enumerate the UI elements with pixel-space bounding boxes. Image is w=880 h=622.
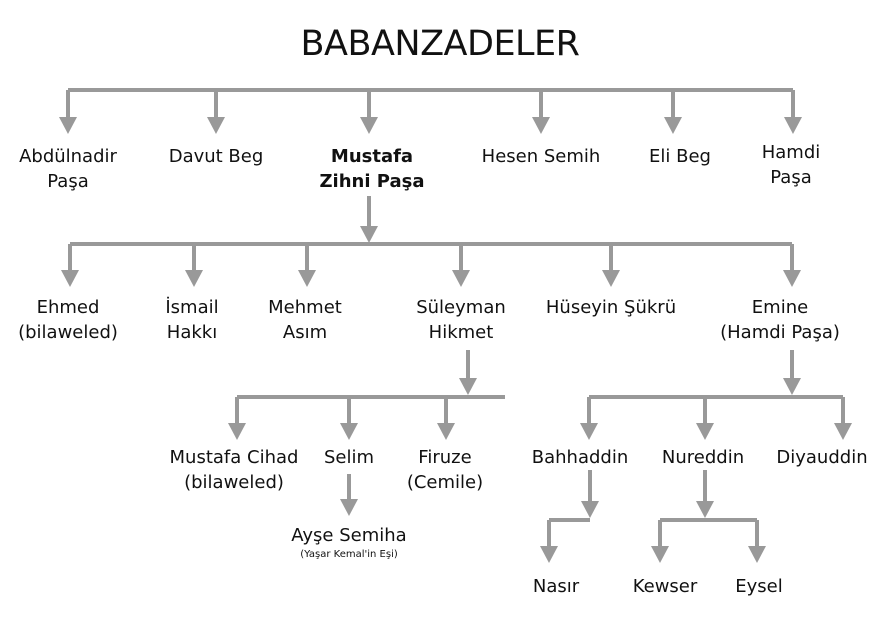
diagram-title: BABANZADELER xyxy=(300,24,580,64)
node-eysel: Eysel xyxy=(735,574,782,599)
node-davut-beg: Davut Beg xyxy=(169,144,264,169)
node-line: Firuze xyxy=(418,447,472,468)
node-line: Paşa xyxy=(770,167,812,188)
node-line: Eli Beg xyxy=(649,146,711,167)
node-mehmet-asim: Mehmet Asım xyxy=(268,295,342,345)
node-hesen-semih: Hesen Semih xyxy=(482,144,601,169)
node-line: Mustafa Cihad xyxy=(169,447,299,468)
node-mustafa-zihni-pasa: Mustafa Zihni Paşa xyxy=(319,144,424,194)
node-selim: Selim xyxy=(324,445,374,470)
node-line: (Cemile) xyxy=(406,472,484,493)
node-diyauddin: Diyauddin xyxy=(776,445,867,470)
node-firuze: Firuze (Cemile) xyxy=(407,445,483,495)
node-line: Asım xyxy=(282,322,328,343)
node-line: Hamdi xyxy=(761,142,821,163)
node-suleyman-hikmet: Süleyman Hikmet xyxy=(416,295,506,345)
node-line: Kewser xyxy=(632,576,698,597)
node-huseyin-sukru: Hüseyin Şükrü xyxy=(546,295,676,320)
node-emine: Emine (Hamdi Paşa) xyxy=(720,295,840,345)
node-bahhaddin: Bahhaddin xyxy=(532,445,629,470)
node-line: Abdülnadir xyxy=(19,146,117,167)
node-line: Diyauddin xyxy=(776,447,868,468)
node-line: Mehmet xyxy=(268,297,342,318)
node-line: Eysel xyxy=(735,576,783,597)
node-line: Süleyman xyxy=(416,297,506,318)
node-line: Selim xyxy=(323,447,375,468)
node-line: Mustafa xyxy=(330,146,414,167)
node-ismail-hakki: İsmail Hakkı xyxy=(165,295,218,345)
node-nasir: Nasır xyxy=(533,574,579,599)
node-line: Bahhaddin xyxy=(531,447,629,468)
node-line: Zihni Paşa xyxy=(319,171,425,192)
node-note: (Yaşar Kemal'in Eşi) xyxy=(300,549,398,560)
node-nureddin: Nureddin xyxy=(662,445,744,470)
node-line: Hesen Semih xyxy=(481,146,601,167)
node-line: Ehmed xyxy=(36,297,100,318)
node-line: (Hamdi Paşa) xyxy=(720,322,840,343)
node-line: Hikmet xyxy=(428,322,494,343)
node-line: Davut Beg xyxy=(168,146,264,167)
node-line: Nureddin xyxy=(661,447,745,468)
node-eli-beg: Eli Beg xyxy=(649,144,711,169)
node-line: Ayşe Semiha xyxy=(291,525,407,546)
node-ehmed: Ehmed (bilaweled) xyxy=(18,295,118,345)
node-line: Paşa xyxy=(47,171,89,192)
node-abdulnadir-pasa: Abdülnadir Paşa xyxy=(19,144,117,194)
node-line: (bilaweled) xyxy=(18,322,118,343)
node-ayse-semiha: Ayşe Semiha (Yaşar Kemal'in Eşi) xyxy=(291,523,406,562)
node-line: Hüseyin Şükrü xyxy=(545,297,677,318)
node-line: Emine xyxy=(751,297,809,318)
node-mustafa-cihad: Mustafa Cihad (bilaweled) xyxy=(170,445,299,495)
node-line: (bilaweled) xyxy=(184,472,284,493)
node-kewser: Kewser xyxy=(633,574,698,599)
node-line: Hakkı xyxy=(166,322,218,343)
node-line: İsmail xyxy=(165,297,219,318)
node-line: Nasır xyxy=(532,576,580,597)
node-hamdi-pasa: Hamdi Paşa xyxy=(762,140,821,190)
